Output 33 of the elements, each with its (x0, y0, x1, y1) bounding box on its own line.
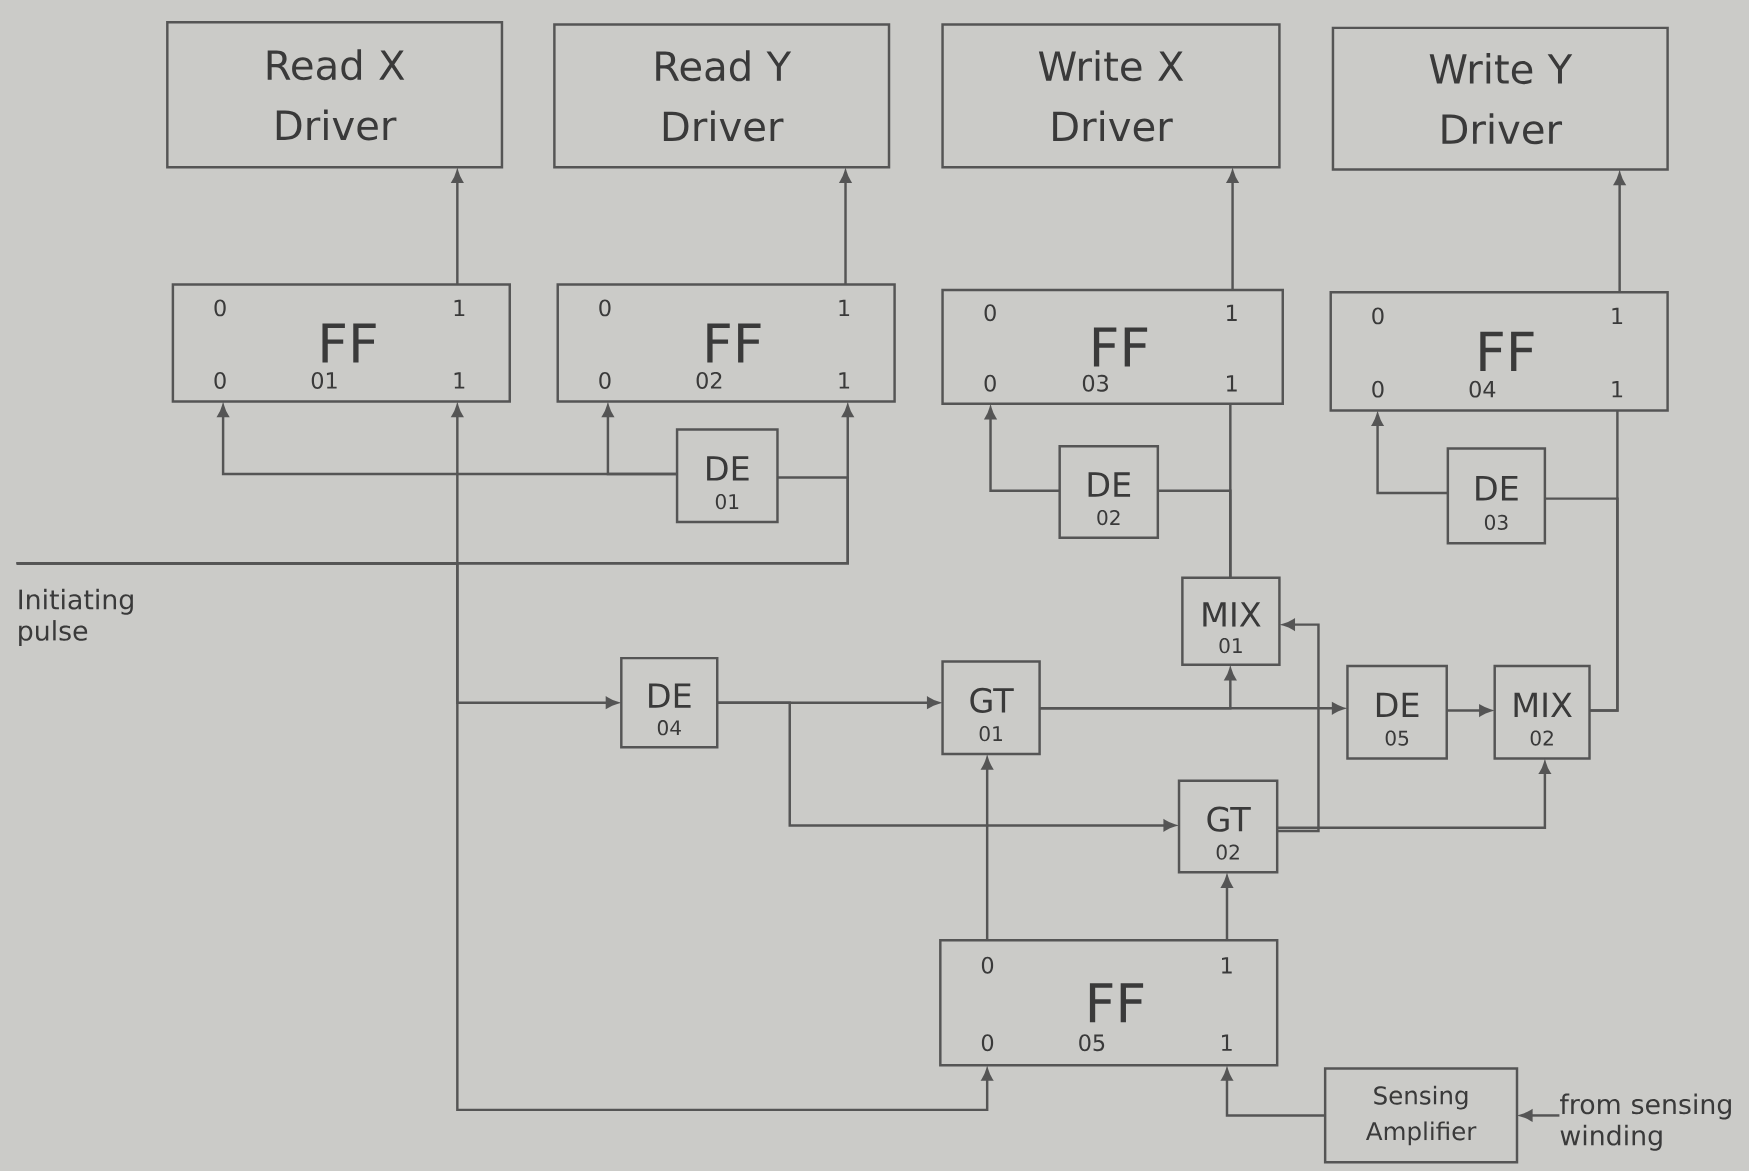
logic-box: MIX 02 (1493, 664, 1591, 760)
annotation-text: from sensing winding (1560, 1093, 1731, 1151)
arrow (984, 406, 1060, 492)
arrow (1221, 1068, 1326, 1117)
arrow (217, 404, 678, 476)
flip-flop-box: 0 1 FF 0 04 1 (1329, 290, 1669, 412)
logic-box: GT 02 (1177, 779, 1279, 874)
logic-box: DE 05 (1346, 664, 1448, 760)
logic-box: DE 04 (620, 656, 719, 749)
driver-box: Write Y Driver (1331, 26, 1669, 171)
connector-line (1544, 497, 1619, 712)
arrow (1277, 618, 1320, 833)
logic-box: MIX 01 (1181, 576, 1281, 666)
flip-flop-box: 0 1 FF 0 02 1 (556, 283, 896, 403)
arrow (16, 562, 993, 1111)
flip-flop-box: 0 1 FF 0 01 1 (171, 283, 511, 403)
arrow (451, 170, 463, 285)
flip-flop-box: 0 1 FF 0 03 1 (941, 288, 1284, 405)
arrow (1371, 413, 1448, 495)
logic-box: DE 01 (675, 428, 779, 524)
connector-line (1157, 489, 1232, 578)
logic-box: DE 02 (1058, 444, 1160, 539)
driver-box: Read X Driver (166, 21, 504, 169)
driver-box: Write X Driver (941, 23, 1281, 169)
driver-box: Read Y Driver (553, 23, 891, 169)
arrow (1221, 875, 1233, 941)
arrow (1039, 667, 1236, 710)
amplifier-box: Sensing Amplifier (1323, 1067, 1519, 1164)
annotation-text: Initiating pulse (19, 588, 133, 646)
flip-flop-box: 0 1 FF 0 05 1 (939, 939, 1279, 1067)
logic-box: DE 03 (1446, 447, 1547, 545)
arrow (1277, 761, 1551, 829)
arrow (1614, 172, 1626, 293)
